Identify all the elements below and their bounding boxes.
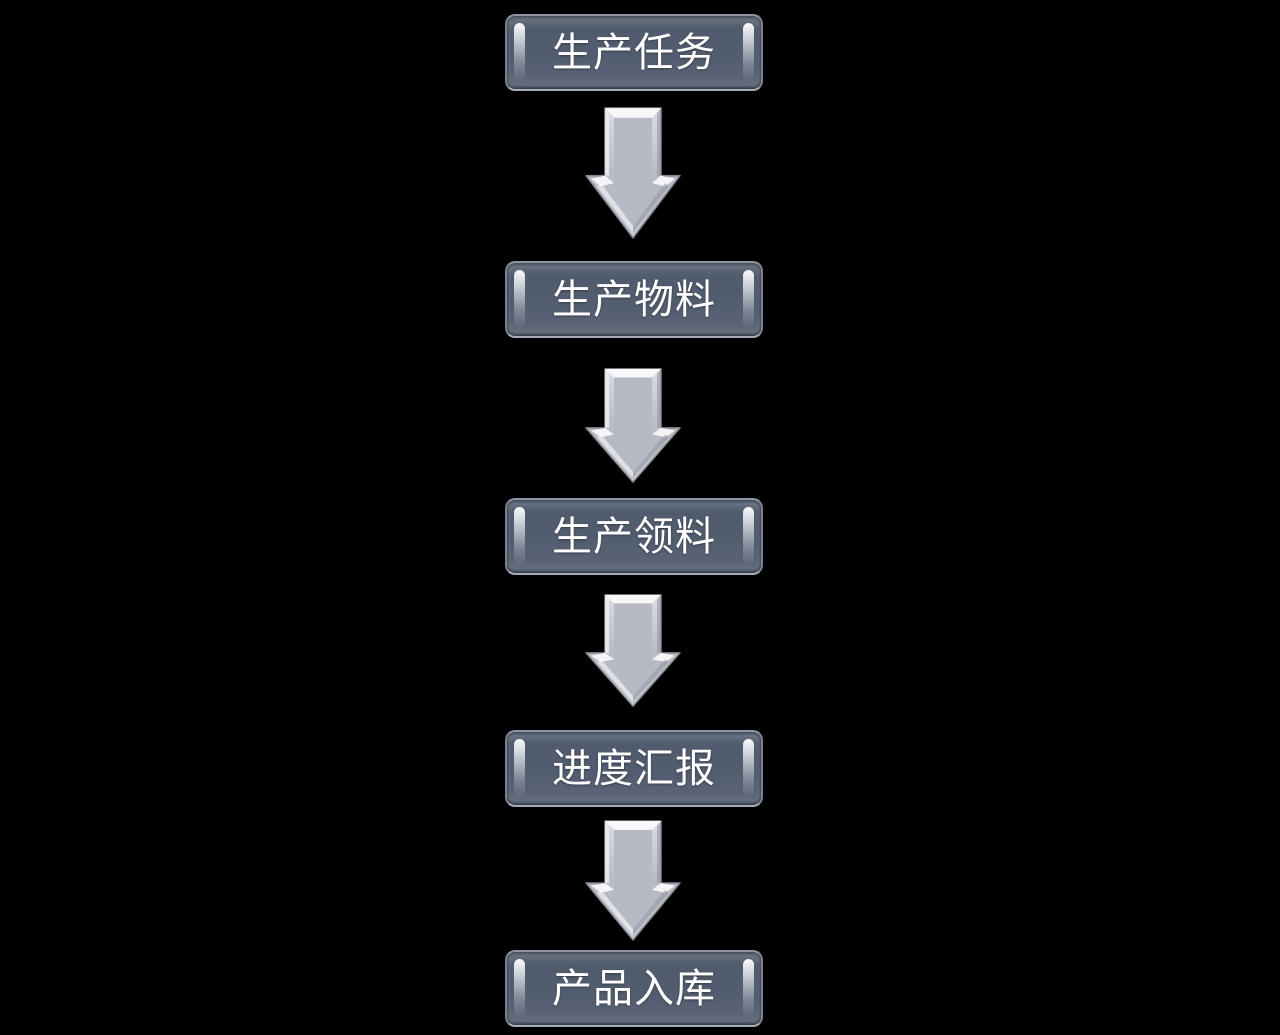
bevel-highlight-left-icon [514,739,525,797]
bevel-highlight-right-icon [743,23,754,81]
bevel-highlight-right-icon [743,739,754,797]
flow-node-label: 进度汇报 [552,745,716,792]
flow-node-material-requisition: 生产领料 [505,498,763,575]
bevel-highlight-right-icon [743,959,754,1017]
down-arrow-icon [585,594,681,708]
bevel-highlight-right-icon [743,270,754,328]
flow-node-production-materials: 生产物料 [505,261,763,338]
bevel-highlight-left-icon [514,959,525,1017]
flow-node-label: 生产物料 [552,276,716,323]
bevel-highlight-left-icon [514,23,525,81]
flow-node-product-warehousing: 产品入库 [505,950,763,1027]
down-arrow-icon [585,107,681,240]
flow-node-label: 产品入库 [552,965,716,1012]
bevel-highlight-left-icon [514,270,525,328]
flow-node-production-task: 生产任务 [505,14,763,91]
flow-node-label: 生产任务 [552,29,716,76]
flow-node-progress-report: 进度汇报 [505,730,763,807]
down-arrow-icon [585,820,681,942]
down-arrow-icon [585,368,681,484]
bevel-highlight-right-icon [743,507,754,565]
bevel-highlight-left-icon [514,507,525,565]
flow-node-label: 生产领料 [552,513,716,560]
